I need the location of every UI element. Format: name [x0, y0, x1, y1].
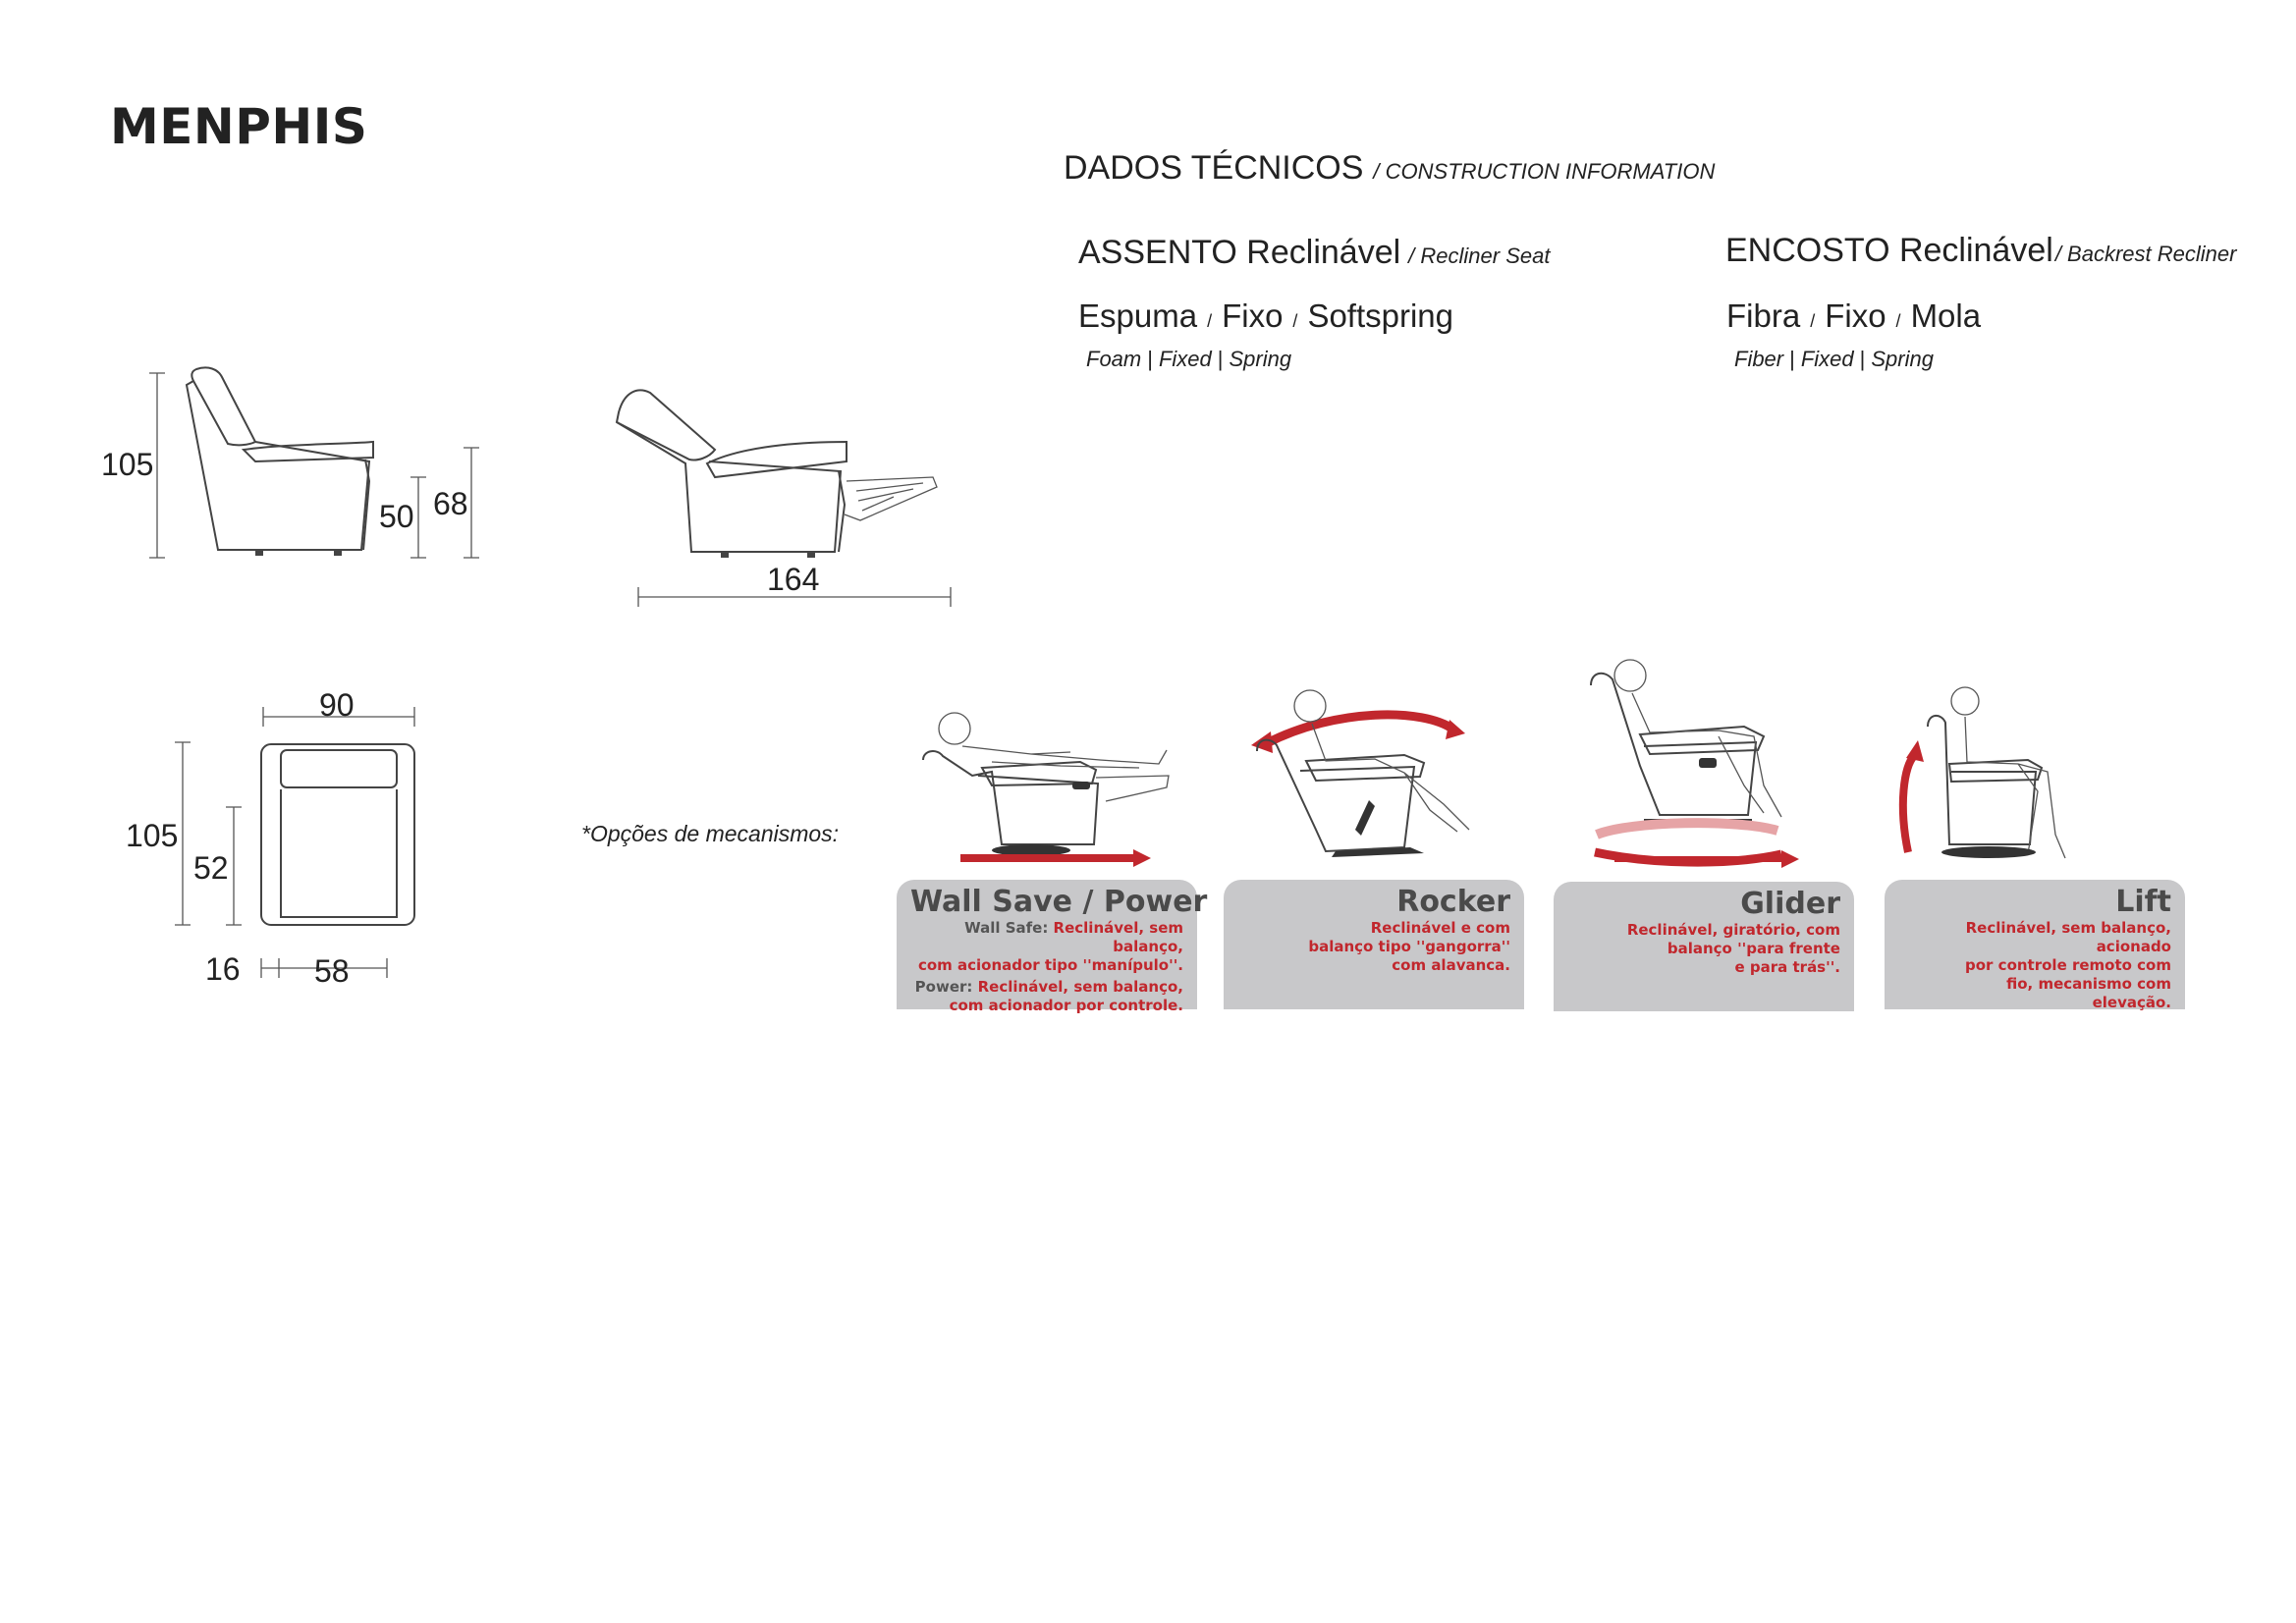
mechanism-desc-line: balanço tipo ''gangorra'' [1308, 938, 1510, 955]
mechanism-name: Rocker [1396, 885, 1510, 919]
mechanism-desc-line: Reclinável e com [1370, 919, 1510, 937]
backrest-material-en: Fixed [1800, 347, 1854, 371]
technical-title-en: / CONSTRUCTION INFORMATION [1373, 159, 1716, 184]
backrest-heading-en: / Backrest Recliner [2054, 242, 2237, 266]
dim-side-height: 105 [101, 447, 154, 482]
mechanism-name: Lift [2115, 885, 2171, 919]
wall-save-illustration [922, 712, 1170, 867]
mechanism-panel-lift: Lift Reclinável, sem balanço, acionado p… [1885, 880, 2185, 1012]
backrest-material-en: Spring [1871, 347, 1934, 371]
mechanism-desc-label: Wall Safe: [964, 919, 1054, 937]
mechanism-desc-line: por controle remoto com [1965, 956, 2171, 974]
mechanism-desc-line: Reclinável, sem balanço, acionado [1965, 919, 2171, 955]
backrest-material-en: Fiber [1734, 347, 1784, 371]
mechanism-desc-label: Power: [914, 978, 978, 996]
mechanism-desc-line: Wall Safe: Reclinável, sem balanço, [910, 919, 1183, 956]
seat-material: Softspring [1307, 298, 1454, 334]
mechanism-desc-line: e para trás''. [1734, 958, 1841, 976]
lift-illustration [1898, 686, 2066, 859]
seat-material-en: Spring [1229, 347, 1292, 371]
mechanism-panel-rocker: Rocker Reclinável e com balanço tipo ''g… [1224, 880, 1524, 1009]
separator: | [1217, 347, 1224, 371]
seat-material: Espuma [1078, 298, 1198, 334]
backrest-material: Fixo [1825, 298, 1886, 334]
product-title: MENPHIS [110, 98, 368, 155]
mechanism-desc-line: com acionador por controle. [910, 997, 1183, 1015]
mechanism-panel-glider: Glider Reclinável, giratório, com balanç… [1554, 882, 1854, 1011]
dim-arm-height: 68 [433, 486, 468, 521]
seat-material-en: Fixed [1158, 347, 1212, 371]
mechanism-name: Wall Save / Power [910, 885, 1208, 919]
technical-title: DADOS TÉCNICOS / CONSTRUCTION INFORMATION [1064, 149, 1715, 188]
mechanism-desc: Reclinável, giratório, com balanço ''par… [1567, 921, 1840, 977]
separator: | [1859, 347, 1866, 371]
separator: / [1207, 311, 1213, 331]
mechanism-name: Glider [1740, 887, 1840, 921]
mechanisms-label: *Opções de mecanismos: [581, 821, 840, 846]
seat-material: Fixo [1222, 298, 1284, 334]
mechanism-desc-line: com acionador tipo ''manípulo''. [910, 956, 1183, 975]
backrest-heading: ENCOSTO Reclinável/ Backrest Recliner [1725, 232, 2236, 270]
rocker-illustration [1251, 689, 1470, 857]
backrest-heading-pt: ENCOSTO Reclinável [1725, 232, 2053, 269]
seat-heading: ASSENTO Reclinável / Recliner Seat [1078, 234, 1550, 272]
seat-material-en: Foam [1086, 347, 1142, 371]
mechanism-desc-text: Reclinável, sem balanço, [1053, 919, 1183, 955]
glider-illustration [1590, 659, 1799, 868]
separator: | [1789, 347, 1795, 371]
mechanism-desc-text: Reclinável, sem balanço, [977, 978, 1183, 996]
seat-heading-en: / Recliner Seat [1408, 243, 1551, 268]
mechanism-desc-line: fio, mecanismo com [2006, 975, 2171, 993]
separator: / [1895, 311, 1901, 331]
separator: / [1810, 311, 1816, 331]
top-view-drawing [175, 707, 415, 978]
mechanism-desc: Reclinável e com balanço tipo ''gangorra… [1237, 919, 1510, 975]
dim-seat-width: 58 [314, 953, 350, 989]
dim-depth: 105 [126, 818, 179, 853]
mechanism-desc-text: com acionador tipo ''manípulo''. [917, 956, 1183, 974]
dim-seat-depth: 52 [193, 850, 229, 886]
mechanism-desc-line: Power: Reclinável, sem balanço, [910, 978, 1183, 997]
backrest-materials-en: Fiber|Fixed|Spring [1734, 347, 1934, 372]
mechanism-desc: Wall Safe: Reclinável, sem balanço, com … [910, 919, 1183, 1015]
seat-heading-pt: ASSENTO Reclinável [1078, 234, 1401, 271]
backrest-material: Mola [1910, 298, 1982, 334]
backrest-material: Fibra [1726, 298, 1801, 334]
separator: / [1292, 311, 1298, 331]
separator: | [1147, 347, 1153, 371]
dim-reclined-length: 164 [767, 562, 820, 597]
backrest-materials: Fibra / Fixo / Mola [1726, 298, 1981, 335]
mechanism-desc: Reclinável, sem balanço, acionado por co… [1898, 919, 2171, 1012]
mechanism-desc-line: Reclinável, giratório, com [1626, 921, 1840, 939]
side-view-drawing [149, 366, 479, 559]
dim-seat-height: 50 [379, 499, 414, 534]
dim-width: 90 [319, 687, 355, 723]
reclined-view-drawing [615, 389, 952, 607]
mechanism-desc-line: balanço ''para frente [1667, 940, 1840, 957]
mechanism-desc-text: com acionador por controle. [949, 997, 1183, 1014]
seat-materials: Espuma / Fixo / Softspring [1078, 298, 1453, 335]
dim-arm-width: 16 [205, 951, 241, 987]
technical-title-pt: DADOS TÉCNICOS [1064, 149, 1364, 187]
seat-materials-en: Foam|Fixed|Spring [1086, 347, 1291, 372]
mechanism-desc-line: elevação. [2092, 994, 2171, 1011]
mechanism-desc-line: com alavanca. [1392, 956, 1510, 974]
mechanism-panel-wall-save: Wall Save / Power Wall Safe: Reclinável,… [897, 880, 1208, 1014]
